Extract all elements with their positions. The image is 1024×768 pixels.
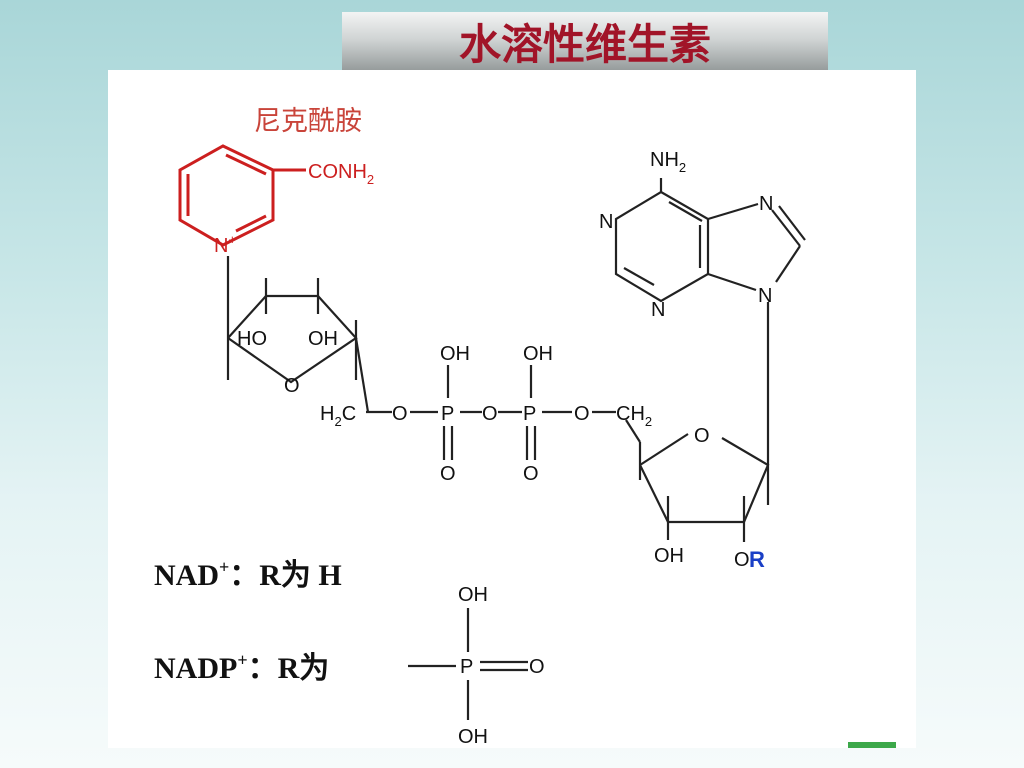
ch2-text: CH2 [616, 403, 652, 429]
diagram-panel: 尼克酰胺 CONH2 N+ HO OH O H2C O P O P [108, 70, 916, 748]
p2-double-o: O [523, 463, 539, 485]
phosphorus-2: P [523, 403, 536, 425]
right-ring-o: O [694, 425, 710, 447]
nad-rule: NAD+：R为 H [154, 557, 342, 592]
bridge-o-1: O [392, 403, 408, 425]
left-oh-3: OH [308, 328, 338, 350]
left-ring-o: O [284, 375, 300, 397]
phosphate-group-formula [408, 608, 528, 720]
left-ribose [226, 256, 370, 413]
left-ho-2: HO [237, 328, 267, 350]
adenine-n9: N [758, 285, 772, 307]
nadp-structure-diagram: 尼克酰胺 CONH2 N+ HO OH O H2C O P O P [154, 106, 806, 748]
phosphate-bonds [366, 365, 616, 460]
r-group-label: R [749, 547, 765, 572]
adenine-n7: N [759, 193, 773, 215]
pyridinium-ring [178, 144, 306, 247]
corner-accent-bar [848, 742, 896, 748]
n-plus-text: N+ [214, 232, 236, 257]
nh2-text: NH2 [650, 149, 686, 175]
nicotinamide-label: 尼克酰胺 [254, 106, 362, 137]
nadp-rule: NADP+：R为 [154, 650, 329, 685]
bridge-o-3: O [574, 403, 590, 425]
formula-bottom-oh: OH [458, 726, 488, 748]
h2c-text: H2C [320, 403, 356, 429]
formula-p: P [460, 656, 473, 678]
formula-top-oh: OH [458, 584, 488, 606]
right-oh-3: OH [654, 545, 684, 567]
p1-double-o: O [440, 463, 456, 485]
right-ribose [625, 419, 770, 542]
conh2-text: CONH2 [308, 161, 374, 187]
slide-title: 水溶性维生素 [458, 20, 711, 69]
right-o-2: O [734, 549, 750, 571]
adenine-n3: N [651, 299, 665, 321]
title-banner: 水溶性维生素 [342, 12, 828, 74]
phosphorus-1: P [441, 403, 454, 425]
bridge-o-2: O [482, 403, 498, 425]
adenine-ring [614, 178, 806, 465]
p2-oh: OH [523, 343, 553, 365]
formula-double-o: O [529, 656, 545, 678]
adenine-n1: N [599, 211, 613, 233]
p1-oh: OH [440, 343, 470, 365]
